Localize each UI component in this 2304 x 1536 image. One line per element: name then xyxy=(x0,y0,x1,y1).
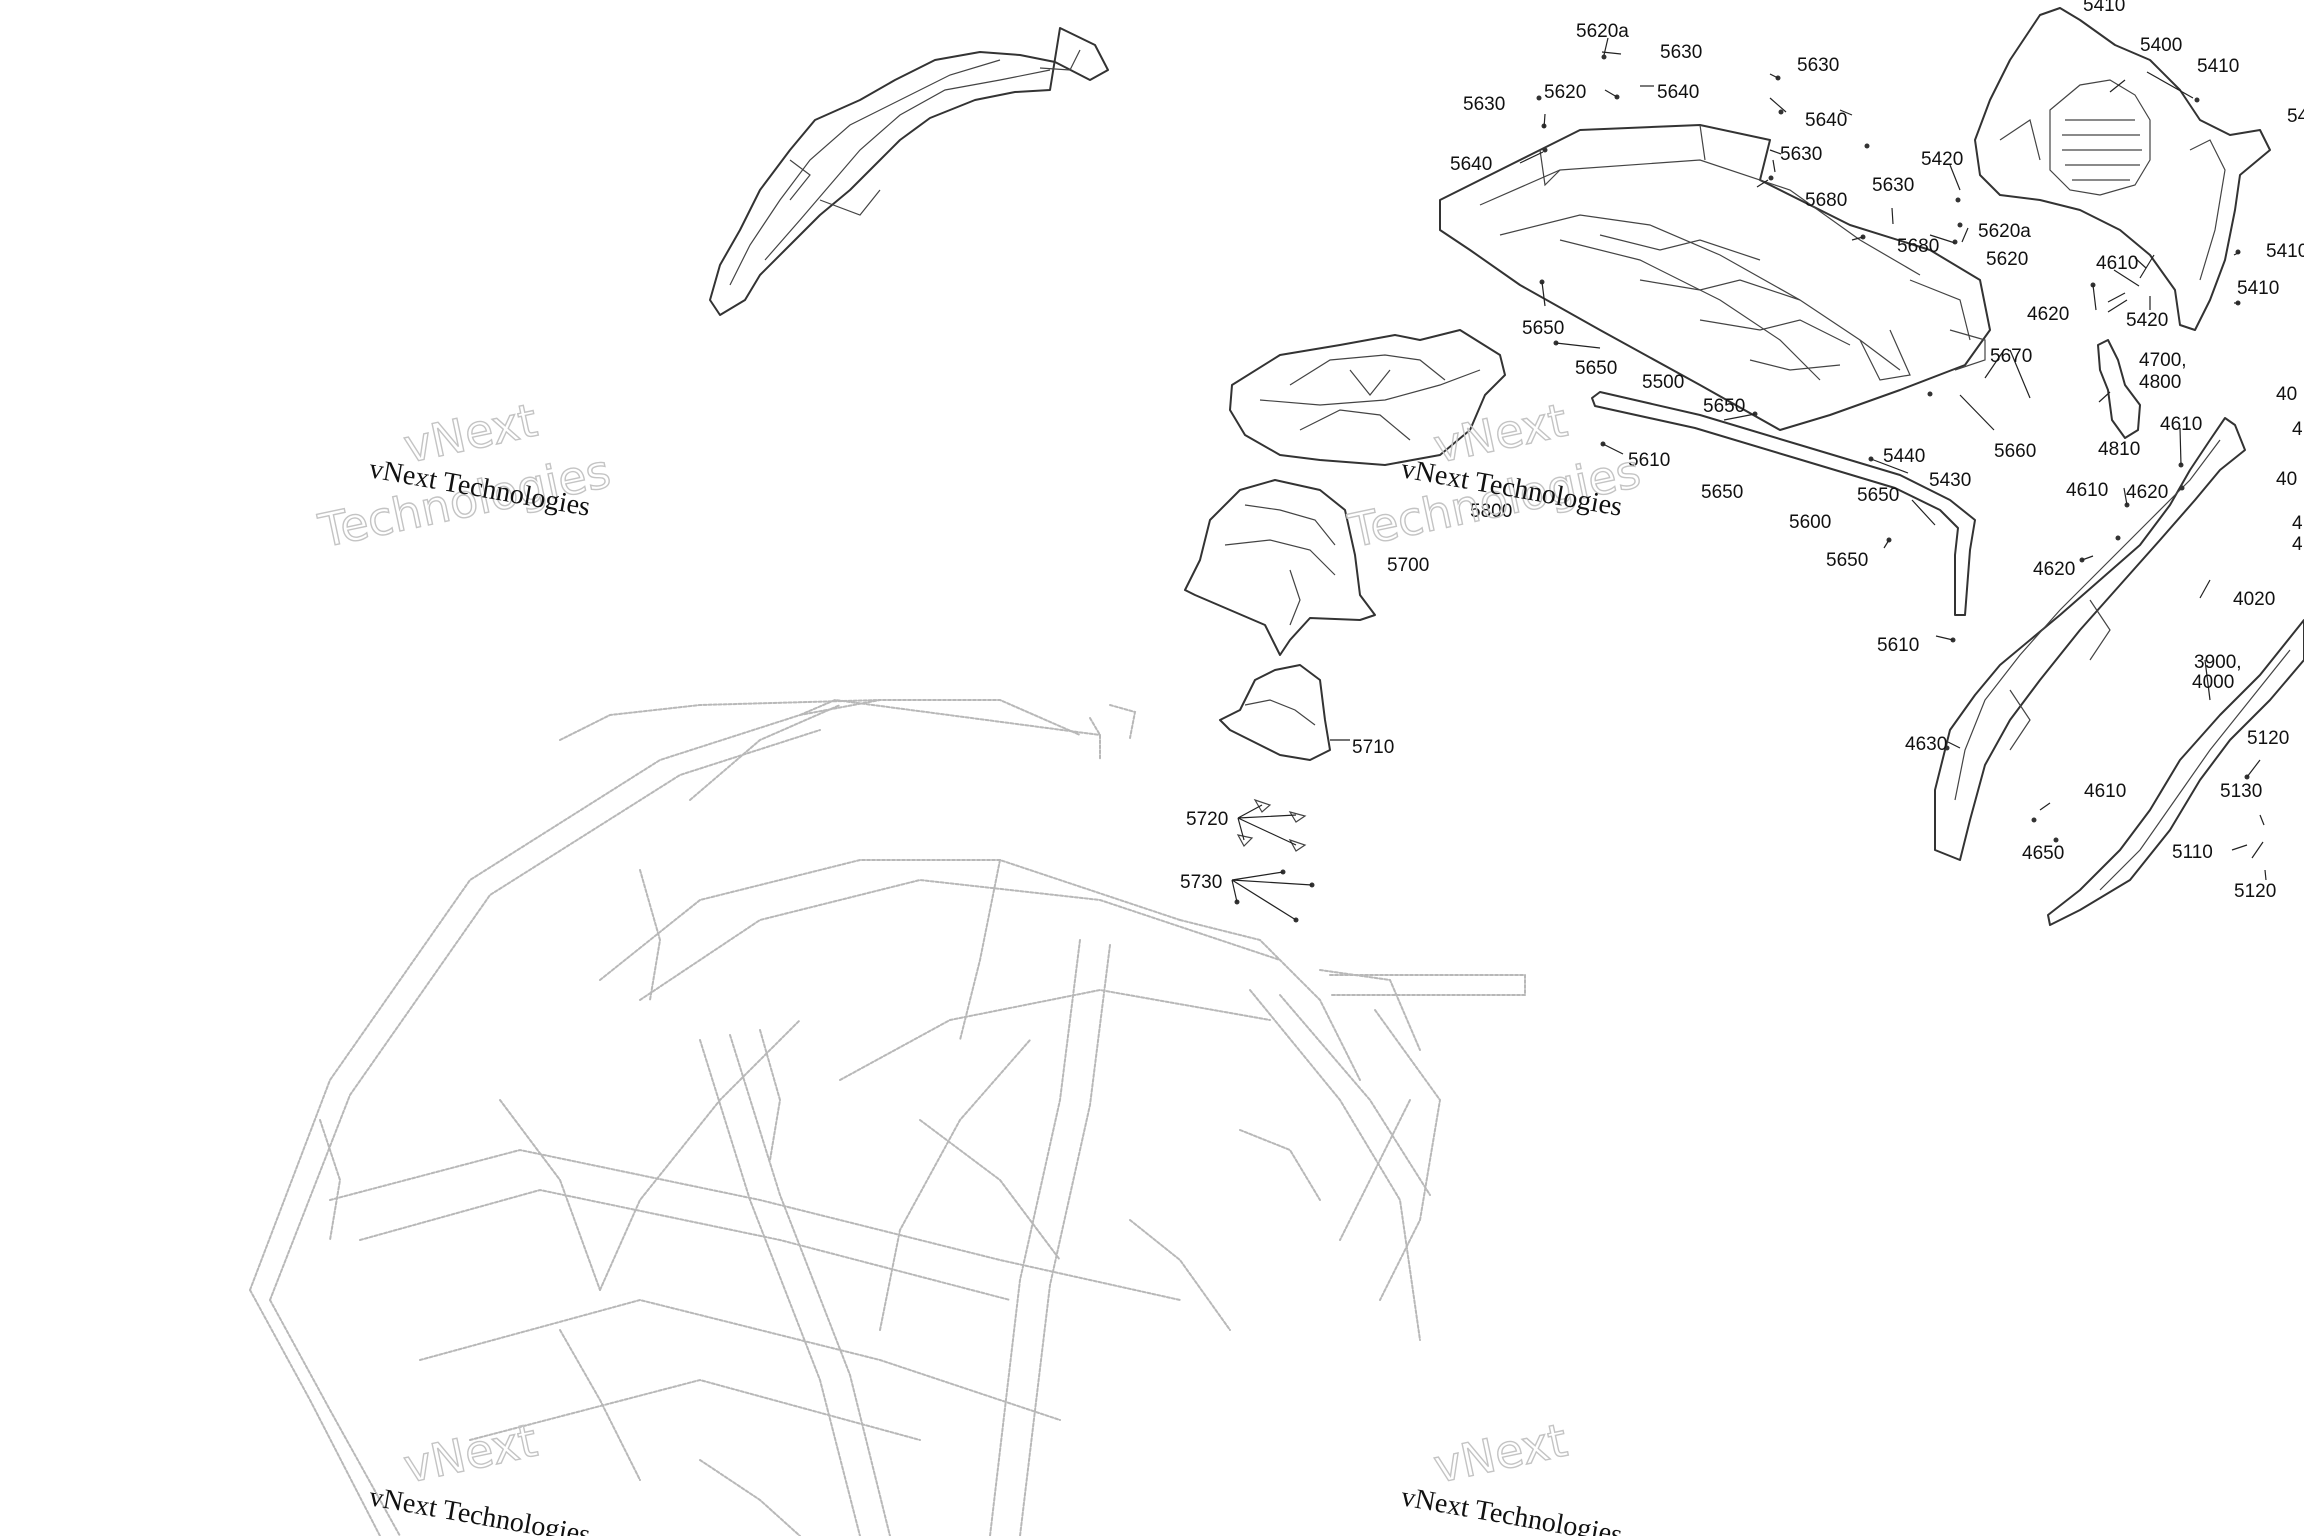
panel-5700 xyxy=(1184,479,1376,656)
part-label: 4620 xyxy=(2126,482,2168,503)
part-label: 54 xyxy=(2287,106,2304,127)
part-label: 5620 xyxy=(1986,249,2028,270)
part-label: 4020 xyxy=(2233,589,2275,610)
part-label: 5720 xyxy=(1186,809,1228,830)
part-label: 5120 xyxy=(2247,728,2289,749)
part-label: 5610 xyxy=(1628,450,1670,471)
part-label: 4810 xyxy=(2098,439,2140,460)
watermark-4-small: vNext Technologies xyxy=(1399,1481,1625,1536)
part-label: 5410 xyxy=(2266,241,2304,262)
watermark-small: vNext Technologies xyxy=(1399,1481,1625,1536)
part-label: 5610 xyxy=(1877,635,1919,656)
part-label: 5120 xyxy=(2234,881,2276,902)
part-label: 4700, xyxy=(2139,350,2187,371)
part-label: 4 xyxy=(2292,534,2303,555)
part-label: 5630 xyxy=(1797,55,1839,76)
part-label: 4610 xyxy=(2066,480,2108,501)
part-label: 4620 xyxy=(2033,559,2075,580)
part-label: 5400 xyxy=(2140,35,2182,56)
part-label: 4610 xyxy=(2084,781,2126,802)
part-label: 5650 xyxy=(1857,485,1899,506)
bracket-5710 xyxy=(1219,664,1331,761)
part-label: 4 xyxy=(2292,419,2303,440)
part-label: 4800 xyxy=(2139,372,2181,393)
part-label: 4620 xyxy=(2027,304,2069,325)
part-label: 5630 xyxy=(1872,175,1914,196)
lower-panel-3900 xyxy=(2047,619,2304,926)
part-label: 5500 xyxy=(1642,372,1684,393)
part-label: 40 xyxy=(2276,384,2297,405)
support-bar xyxy=(1591,391,1976,616)
part-label: 5660 xyxy=(1994,441,2036,462)
part-label: 3900, xyxy=(2194,652,2242,673)
part-label: 5680 xyxy=(1897,236,1939,257)
part-label: 5650 xyxy=(1703,396,1745,417)
watermark-small: vNext Technologies xyxy=(367,1481,593,1536)
part-label: 5130 xyxy=(2220,781,2262,802)
part-label: 5710 xyxy=(1352,737,1394,758)
watermark-3: vNext xyxy=(398,1412,542,1494)
side-panel-4020 xyxy=(1934,417,2246,861)
cargo-box xyxy=(1439,124,1991,431)
watermark-line1: vNext xyxy=(399,1413,542,1494)
watermark-4: vNext xyxy=(1428,1412,1572,1494)
part-labels: 5620a 5630 5640 5620 5630 5640 5630 5640… xyxy=(1180,0,2304,902)
part-label: 5420 xyxy=(1921,149,1963,170)
part-label: 5650 xyxy=(1701,482,1743,503)
part-label: 5630 xyxy=(1780,144,1822,165)
part-label: 40 xyxy=(2276,469,2297,490)
rear-fender-left xyxy=(709,27,1109,316)
part-label: 4610 xyxy=(2096,253,2138,274)
part-label: 5630 xyxy=(1660,42,1702,63)
floor-panel-5800 xyxy=(1229,329,1506,466)
vehicle-frame xyxy=(249,698,1526,1536)
part-label: 5430 xyxy=(1929,470,1971,491)
part-label: 5620a xyxy=(1576,21,1629,42)
part-label: 5410 xyxy=(2237,278,2279,299)
part-label: 5600 xyxy=(1789,512,1831,533)
part-label: 5640 xyxy=(1657,82,1699,103)
part-label: 5420 xyxy=(2126,310,2168,331)
part-label: 4 xyxy=(2292,513,2303,534)
part-label: 5670 xyxy=(1990,346,2032,367)
part-label: 5650 xyxy=(1522,318,1564,339)
part-label: 5620a xyxy=(1978,221,2031,242)
part-label: 5700 xyxy=(1387,555,1429,576)
watermark-line1: vNext xyxy=(1429,1413,1572,1494)
part-label: 5640 xyxy=(1805,110,1847,131)
part-label: 4610 xyxy=(2160,414,2202,435)
part-label: 5630 xyxy=(1463,94,1505,115)
part-label: 5650 xyxy=(1826,550,1868,571)
part-label: 5410 xyxy=(2197,56,2239,77)
part-label: 5730 xyxy=(1180,872,1222,893)
hardware-5720 xyxy=(1236,798,1307,852)
part-label: 5410 xyxy=(2083,0,2125,16)
watermark-3-small: vNext Technologies xyxy=(367,1481,593,1536)
part-label: 5620 xyxy=(1544,82,1586,103)
part-label: 5640 xyxy=(1450,154,1492,175)
part-label: 5680 xyxy=(1805,190,1847,211)
part-label: 5110 xyxy=(2172,842,2213,863)
bracket-4700 xyxy=(2097,339,2141,439)
part-label: 5440 xyxy=(1883,446,1925,467)
part-label: 4650 xyxy=(2022,843,2064,864)
rear-panel-5400 xyxy=(1974,7,2271,331)
part-label: 4630 xyxy=(1905,734,1947,755)
leader-lines xyxy=(1231,37,2267,921)
part-label: 4000 xyxy=(2192,672,2234,693)
part-label: 5650 xyxy=(1575,358,1617,379)
part-label: 5800 xyxy=(1470,501,1512,522)
